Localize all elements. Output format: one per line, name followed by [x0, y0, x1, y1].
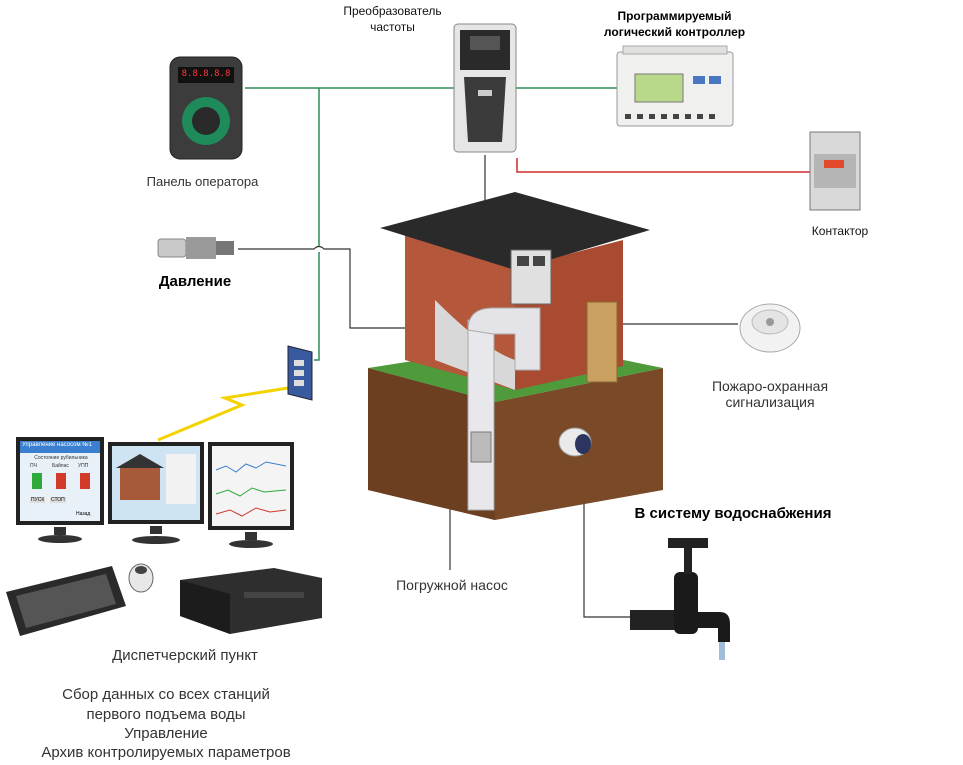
fire-alarm-label: Пожаро-охранная сигнализация: [711, 378, 829, 410]
operator-panel-display: 8.8.8.8.8: [181, 69, 231, 79]
contactor-label: Контактор: [811, 224, 869, 238]
dispatch-function-3: Управление: [124, 725, 208, 742]
screen-start-button: ПУСК: [30, 497, 46, 503]
monitor-center: [106, 440, 206, 548]
plc-device: [615, 44, 735, 132]
monitor-left: Управление насосом №1 Состояние рубильни…: [14, 435, 106, 543]
mouse: [124, 558, 158, 594]
bus-line-vertical: [314, 88, 320, 361]
water-supply-label: В систему водоснабжения: [634, 505, 832, 522]
pump-label: Погружной насос: [396, 577, 508, 593]
screen-subtitle: Состояние рубильника: [34, 455, 88, 461]
monitor-right: [206, 440, 296, 548]
screen-back-button: Назад: [76, 511, 91, 517]
dispatch-function-1: Сбор данных со всех станций: [62, 686, 270, 703]
operator-panel-label: Панель оператора: [146, 174, 259, 189]
contactor-device: [808, 130, 862, 212]
wireless-bolt: [157, 386, 289, 442]
power-line-contactor: [516, 158, 812, 173]
smoke-detector: [738, 298, 802, 356]
line-pressure: [238, 245, 482, 329]
pressure-label: Давление: [158, 273, 232, 290]
faucet-image: [630, 532, 742, 662]
vfd-label: Преобразователь частоты: [343, 4, 442, 34]
dispatch-label: Диспетчерский пункт: [112, 647, 258, 664]
dispatch-function-2: первого подъема воды: [86, 706, 246, 723]
keyboard: [2, 562, 130, 640]
pump-station-house: [365, 190, 665, 530]
screen-title: Управление насосом №1: [22, 442, 93, 448]
operator-panel-device: 8.8.8.8.8: [168, 55, 244, 161]
screen-col-3: УПП: [78, 463, 89, 469]
network-switch: [284, 342, 320, 404]
dispatch-function-4: Архив контролируемых параметров: [41, 744, 291, 761]
screen-col-1: ПЧ: [30, 463, 37, 469]
plc-label: Программируемый логический контроллер: [603, 9, 746, 39]
line-water-supply: [583, 452, 632, 618]
screen-col-2: Байпас: [52, 463, 69, 469]
screen-stop-button: СТОП: [50, 497, 66, 503]
vfd-device: [452, 22, 518, 154]
pressure-sensor: [152, 225, 240, 269]
pc-unit: [174, 566, 326, 636]
